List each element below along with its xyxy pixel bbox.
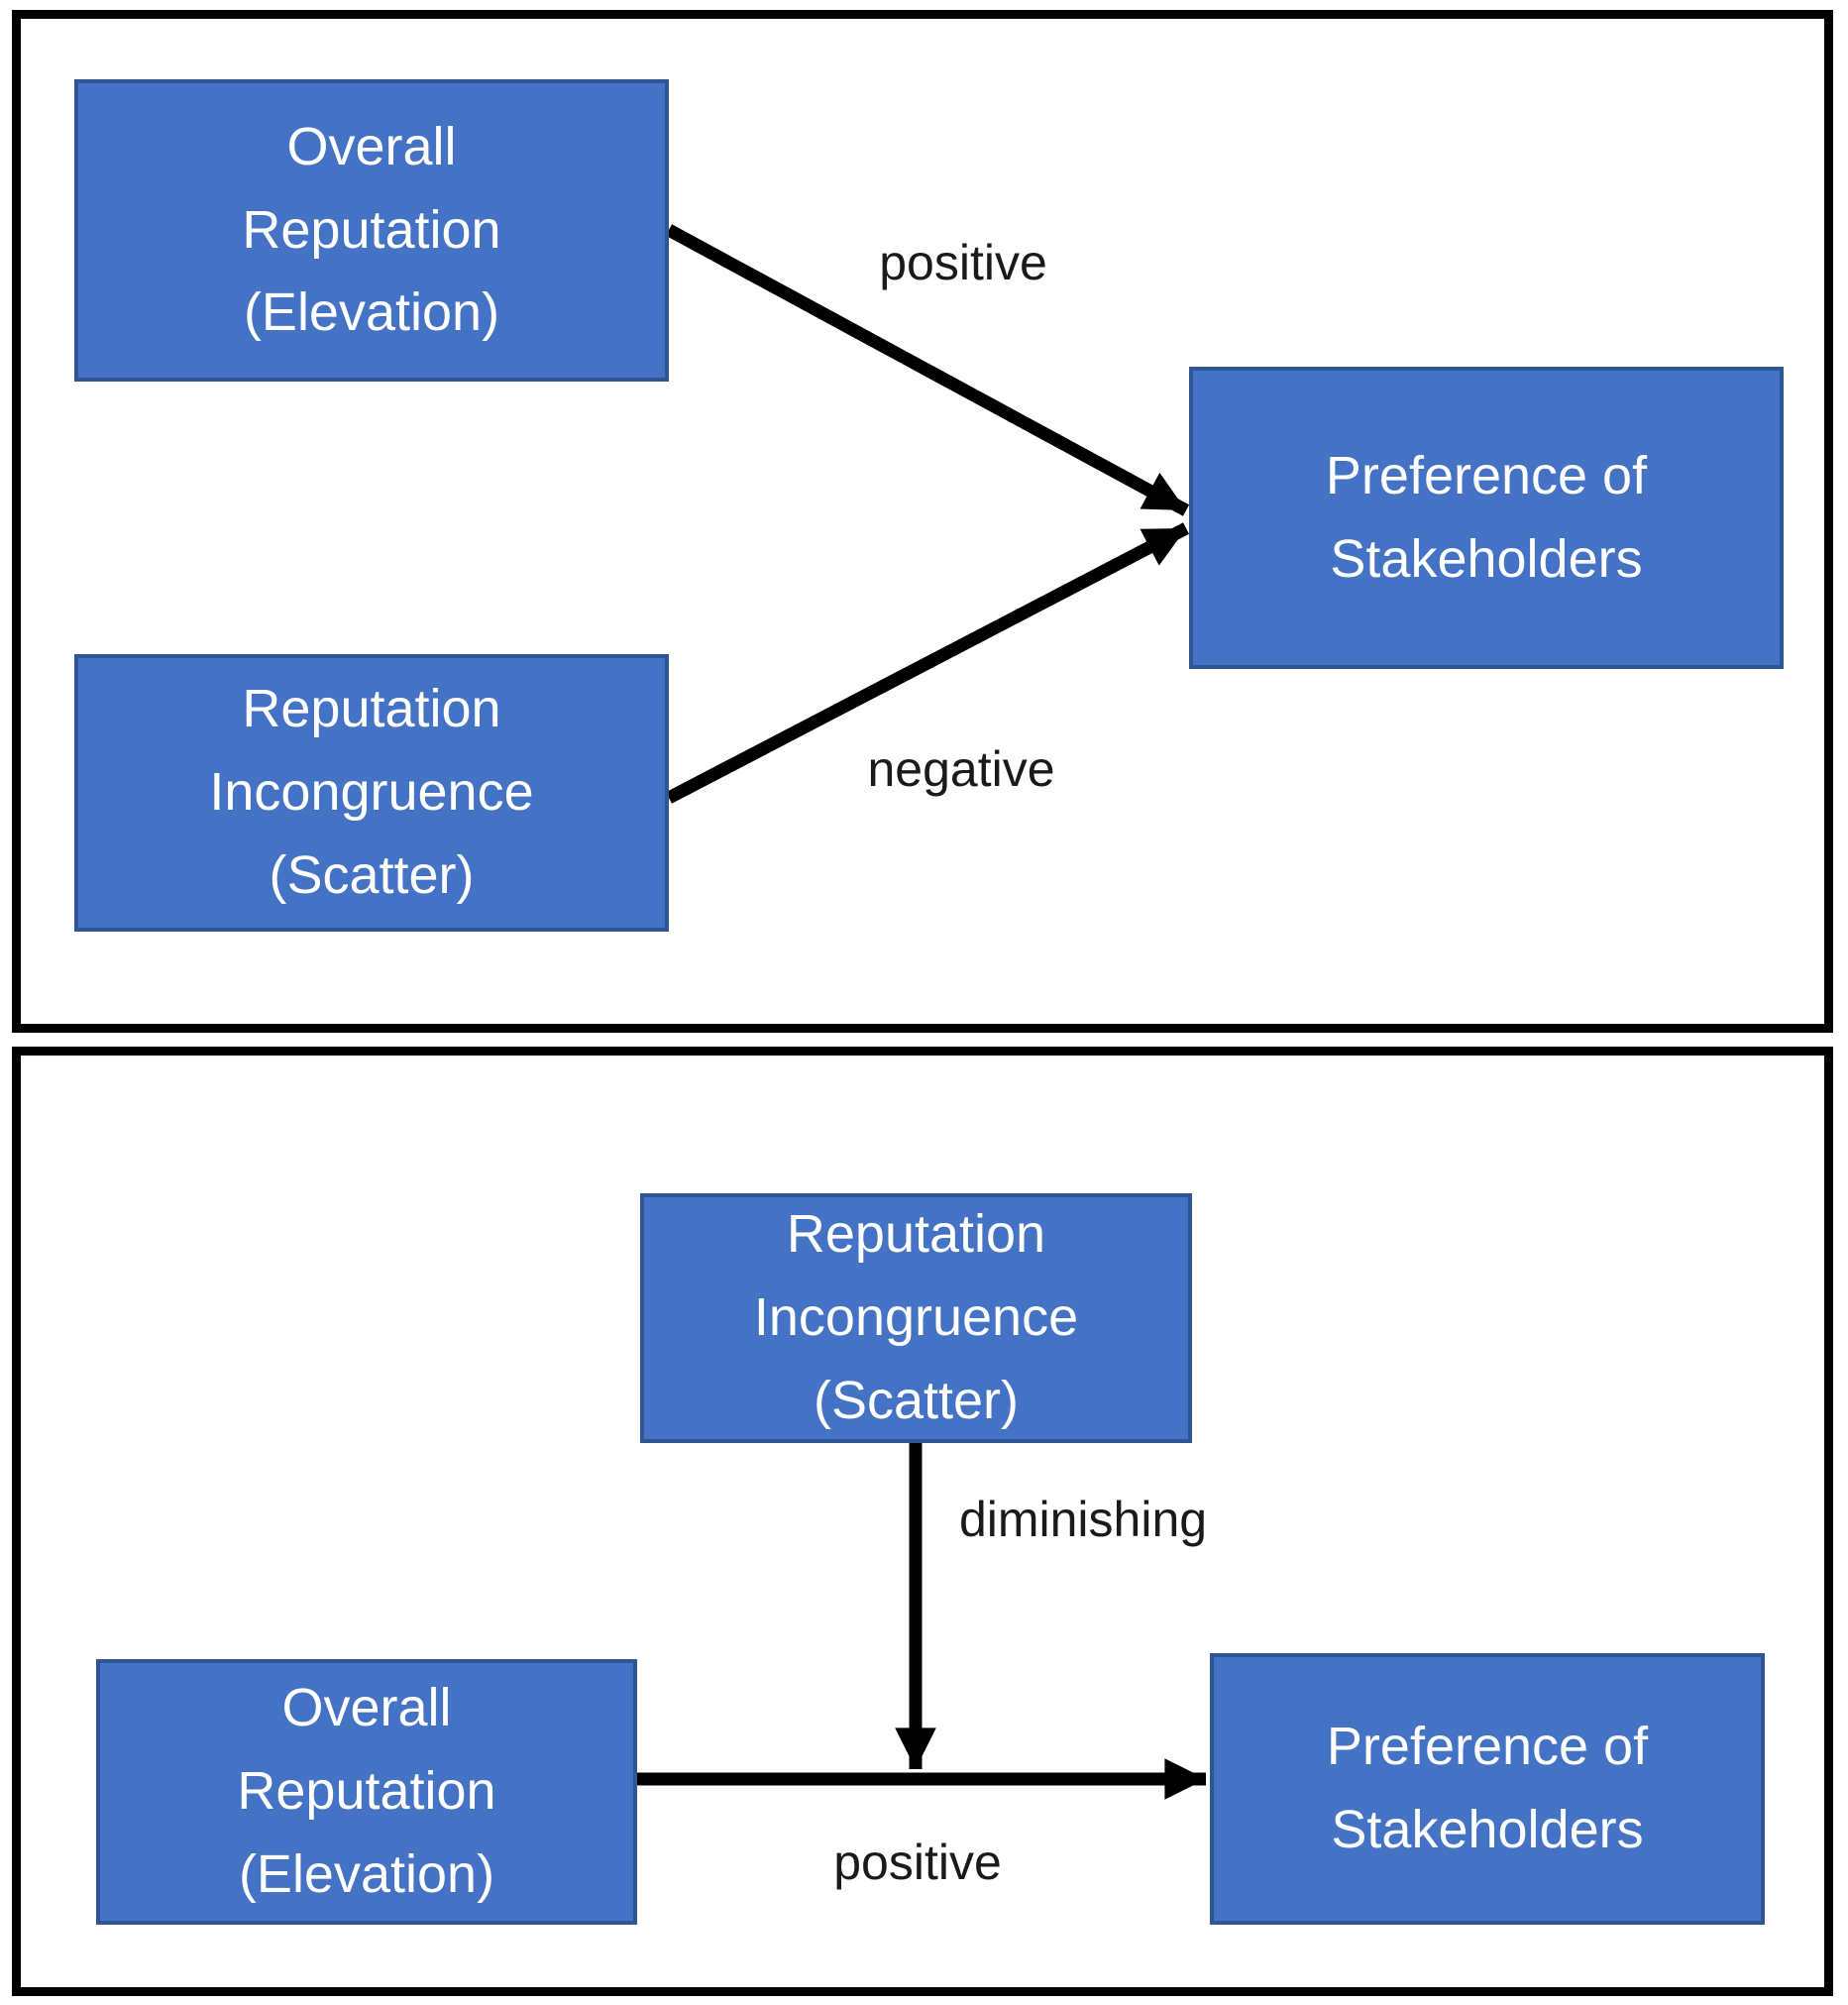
node-preference-of-stakeholders: Preference of Stakeholders — [1210, 1653, 1765, 1925]
node-overall-reputation-elevation: Overall Reputation (Elevation) — [74, 79, 669, 382]
edge-label-positive: positive — [879, 235, 1047, 290]
direct-effects-arrows — [665, 224, 1190, 804]
moderation-arrows — [637, 1443, 1206, 1800]
arrow-positive-elevation — [665, 224, 1190, 516]
node-reputation-incongruence-scatter: Reputation Incongruence (Scatter) — [640, 1193, 1192, 1443]
node-label: Overall Reputation (Elevation) — [237, 1678, 496, 1904]
edge-label-negative: negative — [867, 741, 1055, 797]
node-overall-reputation-elevation: Overall Reputation (Elevation) — [96, 1659, 637, 1925]
node-label: Overall Reputation (Elevation) — [242, 116, 501, 343]
node-label: Reputation Incongruence (Scatter) — [753, 1204, 1079, 1430]
node-label: Preference of Stakeholders — [1325, 445, 1648, 589]
edge-label-positive: positive — [833, 1835, 1002, 1890]
arrow-negative-scatter — [665, 522, 1190, 804]
edge-label-diminishing: diminishing — [958, 1492, 1208, 1547]
node-label: Reputation Incongruence (Scatter) — [209, 679, 534, 905]
node-preference-of-stakeholders: Preference of Stakeholders — [1189, 367, 1784, 669]
node-label: Preference of Stakeholders — [1326, 1717, 1649, 1859]
panel-moderation-effect: Reputation Incongruence (Scatter) Overal… — [12, 1047, 1833, 1996]
panel-direct-effects: Overall Reputation (Elevation) Reputatio… — [12, 10, 1833, 1033]
node-reputation-incongruence-scatter: Reputation Incongruence (Scatter) — [74, 654, 669, 932]
